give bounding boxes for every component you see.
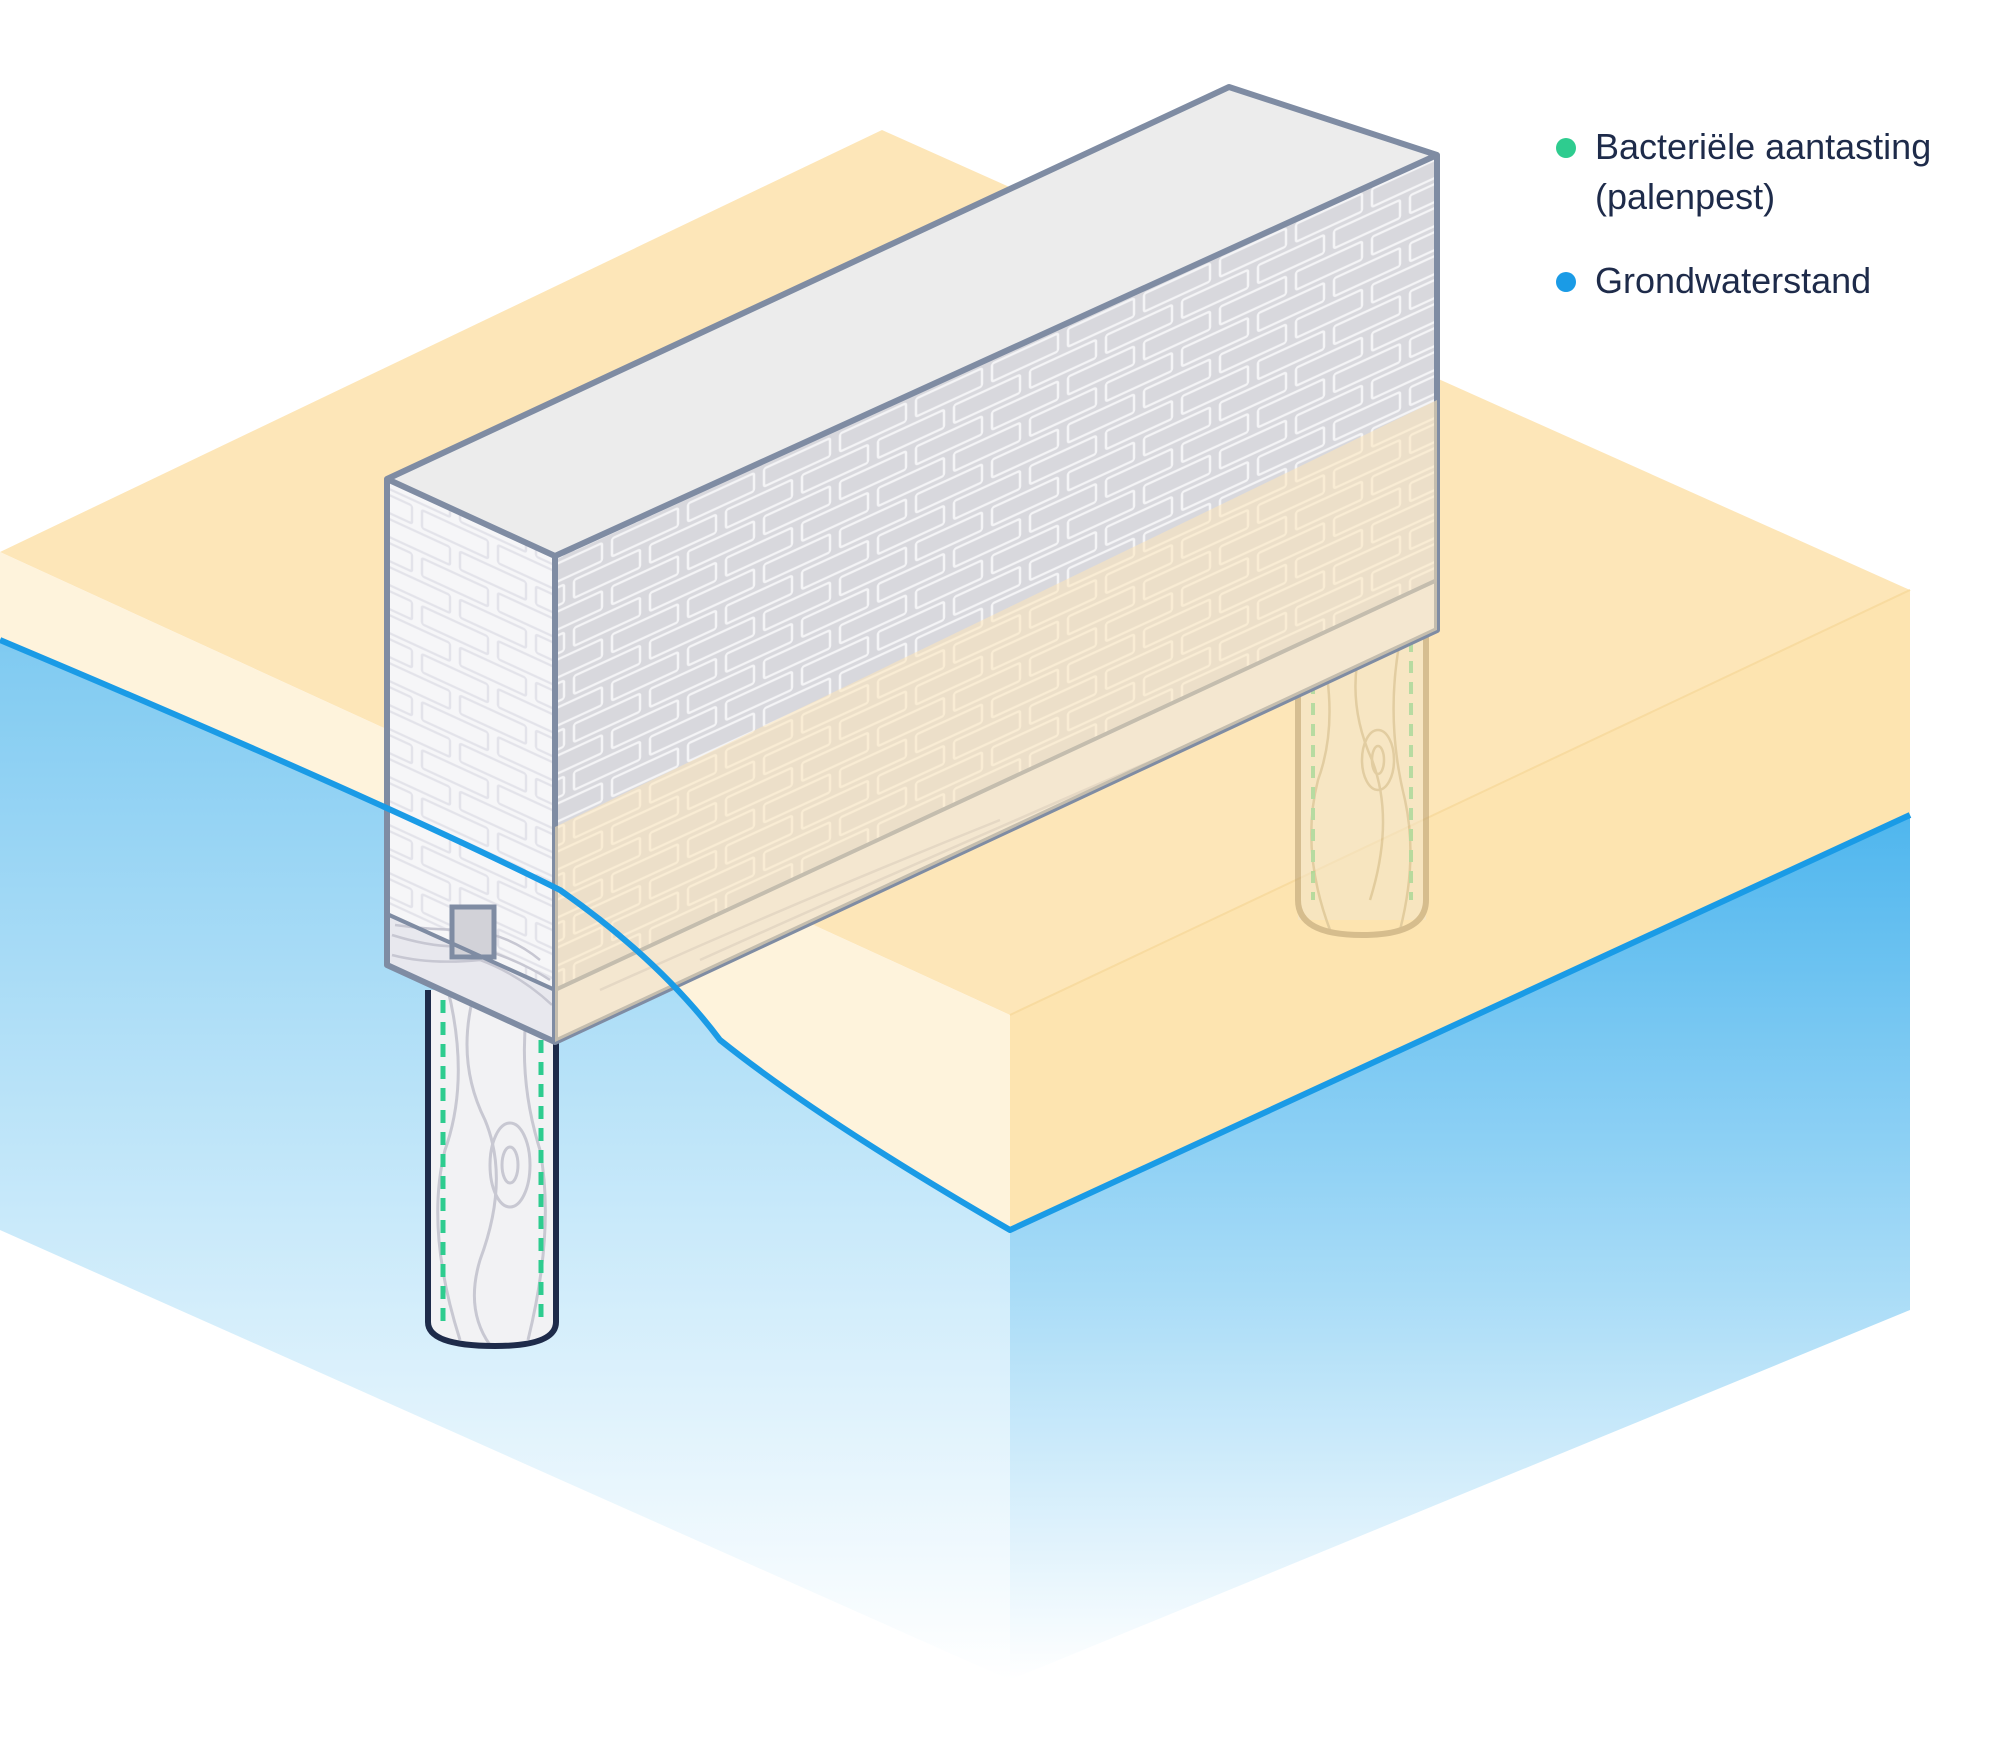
legend-label-decay-line2: (palenpest) <box>1595 176 1776 217</box>
front-pile <box>425 990 559 1350</box>
groundwater-line <box>0 637 1912 1233</box>
legend-label-groundwater: Grondwaterstand <box>1595 260 1872 301</box>
soil-overlay <box>555 400 1437 1042</box>
legend-item-decay: Bacteriële aantasting (palenpest) <box>1550 122 1990 222</box>
vent-icon <box>449 904 497 960</box>
legend-label-decay-line1: Bacteriële aantasting <box>1595 126 1932 167</box>
legend-item-groundwater: Grondwaterstand <box>1550 256 1990 306</box>
green-dot-icon <box>1556 138 1576 158</box>
wooden-beam <box>387 580 1437 1042</box>
legend: Bacteriële aantasting (palenpest) Grondw… <box>1550 122 1990 340</box>
blue-dot-icon <box>1556 272 1576 292</box>
